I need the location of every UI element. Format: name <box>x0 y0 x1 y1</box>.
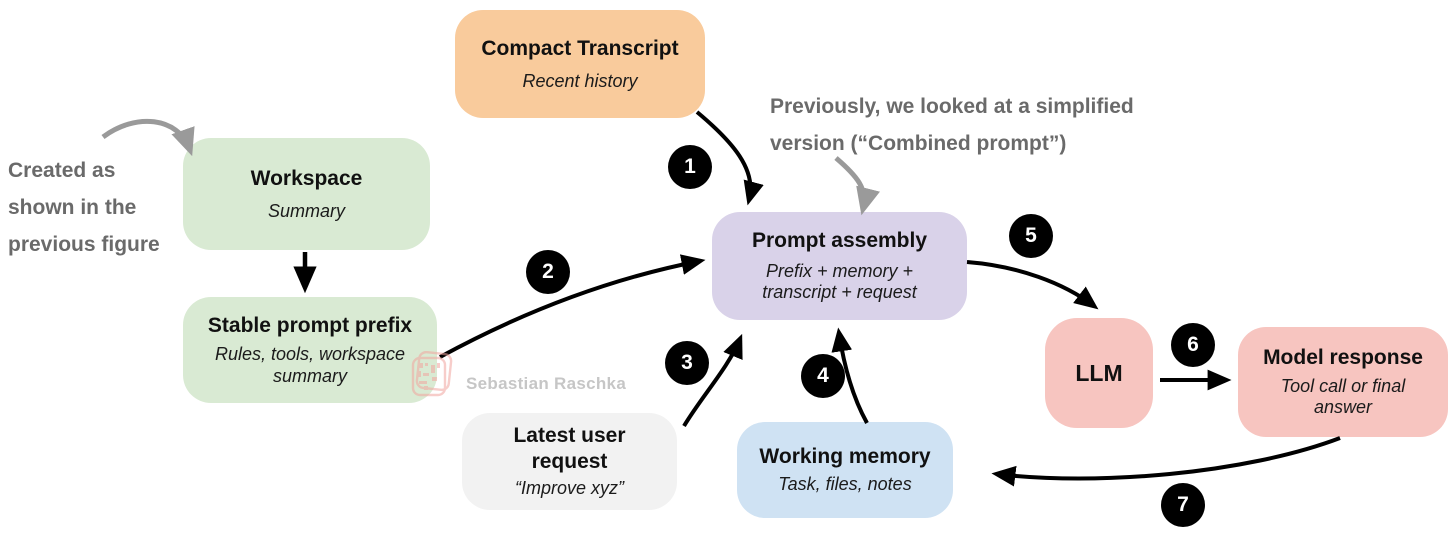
node-subtitle: “Improve xyz” <box>514 478 624 499</box>
step-badge-6: 6 <box>1171 323 1215 367</box>
gray-arrow-previously-to-prompt-assembly <box>834 156 880 216</box>
node-working-memory: Working memory Task, files, notes <box>737 422 953 518</box>
step-badge-2: 2 <box>526 250 570 294</box>
gray-arrow-created-as-to-workspace <box>101 118 195 157</box>
node-model-response: Model response Tool call or final answer <box>1238 327 1448 437</box>
step-badge-7: 7 <box>1161 483 1205 527</box>
watermark: Sebastian Raschka <box>410 351 626 399</box>
node-stable-prompt-prefix: Stable prompt prefix Rules, tools, works… <box>183 297 437 403</box>
annotation-line: Created as <box>8 159 116 182</box>
node-subtitle: Prefix + memory + transcript + request <box>762 260 917 303</box>
annotation-previously: Previously, we looked at a simplified ve… <box>770 88 1134 162</box>
step-badge-3: 3 <box>665 341 709 385</box>
annotation-line: version (“Combined prompt”) <box>770 132 1067 155</box>
arrow-2-prefix-to-assembly <box>439 254 706 359</box>
node-latest-user-request: Latest user request “Improve xyz” <box>462 413 677 510</box>
step-badge-1: 1 <box>668 145 712 189</box>
node-workspace: Workspace Summary <box>183 138 430 250</box>
arrow-7-response-to-memory <box>991 436 1341 487</box>
node-subtitle: Task, files, notes <box>778 474 912 495</box>
annotation-line: previous figure <box>8 233 160 256</box>
node-title: LLM <box>1075 359 1123 386</box>
node-title: Latest user request <box>513 423 626 474</box>
raschka-logo-icon <box>411 351 453 397</box>
watermark-text: Sebastian Raschka <box>466 374 627 393</box>
node-subtitle: Recent history <box>522 70 638 91</box>
node-compact-transcript: Compact Transcript Recent history <box>455 10 705 118</box>
node-title: Workspace <box>250 166 363 190</box>
annotation-line: shown in the <box>8 196 137 219</box>
arrow-5-assembly-to-llm <box>966 260 1099 310</box>
node-subtitle: Tool call or final answer <box>1280 375 1406 418</box>
step-badge-5: 5 <box>1009 214 1053 258</box>
node-title: Compact Transcript <box>481 36 679 60</box>
node-title: Working memory <box>759 445 931 469</box>
annotation-line: Previously, we looked at a simplified <box>770 95 1134 118</box>
node-title: Prompt assembly <box>751 229 928 253</box>
node-title: Stable prompt prefix <box>207 313 413 337</box>
annotation-created-as: Created as shown in the previous figure <box>8 152 160 263</box>
node-title: Model response <box>1263 346 1423 370</box>
step-badge-4: 4 <box>801 354 845 398</box>
node-subtitle: Rules, tools, workspace summary <box>214 344 406 386</box>
node-prompt-assembly: Prompt assembly Prefix + memory + transc… <box>712 212 967 320</box>
node-subtitle: Summary <box>267 200 345 221</box>
node-llm: LLM <box>1045 318 1153 428</box>
